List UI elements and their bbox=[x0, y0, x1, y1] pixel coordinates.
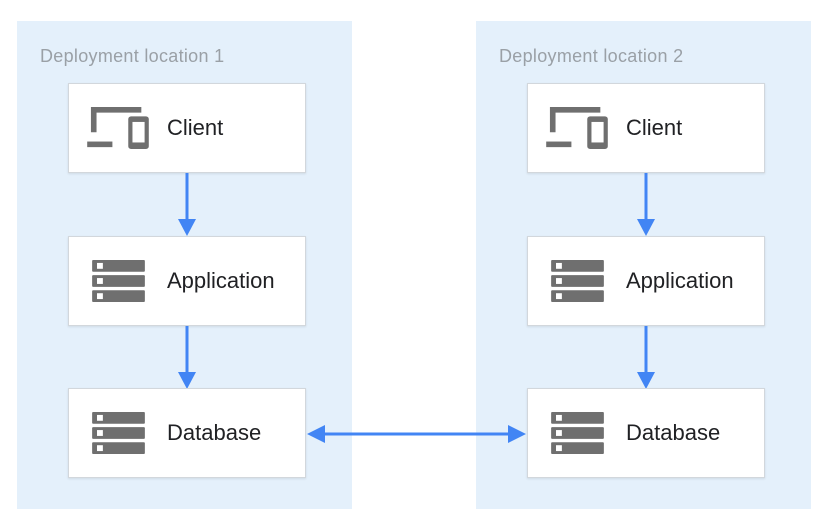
arrow-application-to-database-2 bbox=[637, 326, 655, 389]
server-stack-icon bbox=[85, 260, 151, 302]
application-node-1-label: Application bbox=[167, 268, 275, 293]
application-node-2-label: Application bbox=[626, 268, 734, 293]
database-node-2-label: Database bbox=[626, 420, 721, 445]
server-stack-icon bbox=[85, 412, 151, 454]
deployment-location-1-title: Deployment location 1 bbox=[40, 46, 225, 66]
arrow-client-to-application-2 bbox=[637, 173, 655, 236]
database-node-1: Database bbox=[68, 388, 306, 478]
server-stack-icon bbox=[544, 412, 610, 454]
client-devices-icon bbox=[85, 107, 151, 149]
server-stack-icon bbox=[544, 260, 610, 302]
deployment-location-1-panel: Deployment location 1 Client bbox=[17, 21, 352, 509]
database-node-2: Database bbox=[527, 388, 765, 478]
deployment-location-2-title: Deployment location 2 bbox=[499, 46, 684, 66]
application-node-1: Application bbox=[68, 236, 306, 326]
client-node-2: Client bbox=[527, 83, 765, 173]
deployment-location-2-panel: Deployment location 2 Client bbox=[476, 21, 811, 509]
client-node-2-label: Client bbox=[626, 115, 683, 140]
database-node-1-label: Database bbox=[167, 420, 262, 445]
arrow-client-to-application-1 bbox=[178, 173, 196, 236]
client-devices-icon bbox=[544, 107, 610, 149]
arrow-database-sync-bidirectional bbox=[307, 425, 526, 443]
client-node-1-label: Client bbox=[167, 115, 224, 140]
arrow-application-to-database-1 bbox=[178, 326, 196, 389]
client-node-1: Client bbox=[68, 83, 306, 173]
application-node-2: Application bbox=[527, 236, 765, 326]
